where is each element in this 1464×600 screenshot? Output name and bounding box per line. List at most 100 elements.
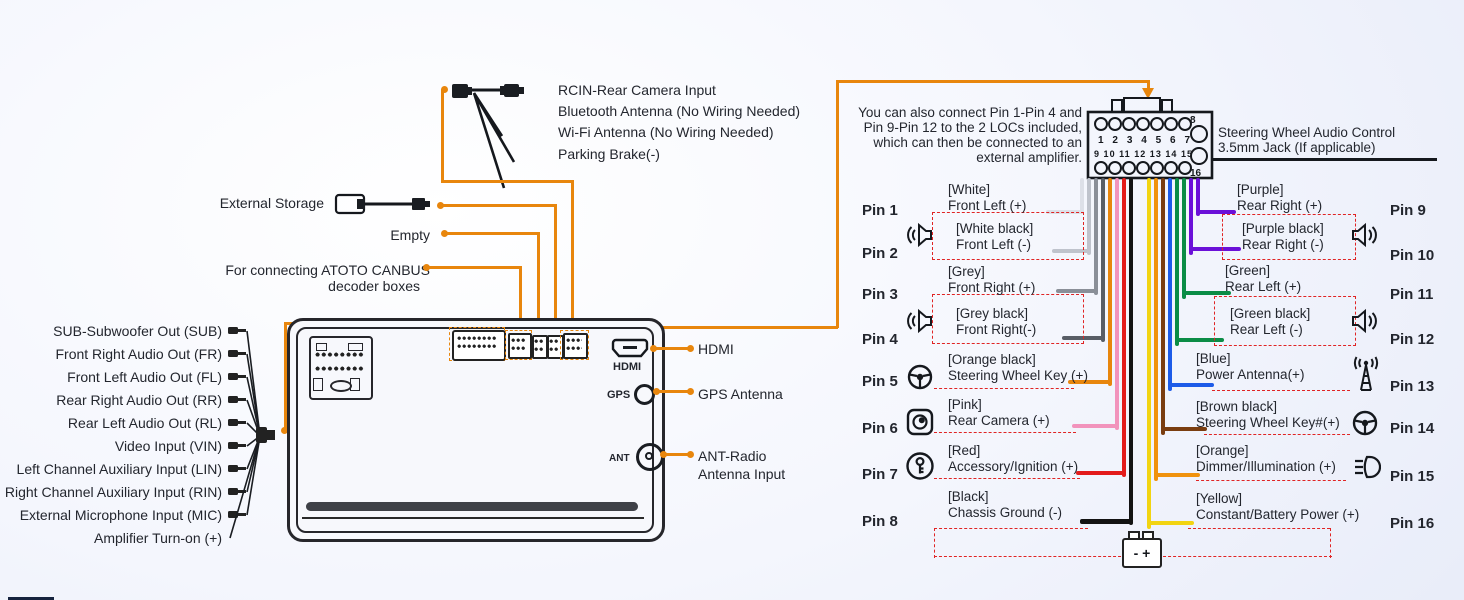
orange-line xyxy=(1147,80,1150,90)
dashed-underline-pin7 xyxy=(934,478,1080,479)
output-label-amp: Amplifier Turn-on (+) xyxy=(94,530,222,546)
main-harness-socket xyxy=(309,336,373,400)
rca-plug-icon xyxy=(228,487,246,496)
pin-6-function: Rear Camera (+) xyxy=(948,413,1050,428)
wire-pin15-branch xyxy=(1154,473,1200,477)
pin-16-name: Pin 16 xyxy=(1390,515,1435,532)
pin-13-color: [Blue] xyxy=(1196,351,1231,366)
orange-node xyxy=(687,388,694,395)
external-storage-icon xyxy=(334,193,430,215)
orange-node xyxy=(441,230,448,237)
rca-plug-icon xyxy=(228,372,246,381)
socket-pins xyxy=(549,339,559,351)
loc-note-line1: You can also connect Pin 1-Pin 4 and xyxy=(858,105,1082,120)
dashed-underline-pin5 xyxy=(934,388,1074,389)
external-storage-label: External Storage xyxy=(219,195,324,211)
output-label-lin: Left Channel Auxiliary Input (LIN) xyxy=(16,461,222,477)
socket-detail xyxy=(313,378,323,391)
output-label-rr: Rear Right Audio Out (RR) xyxy=(56,392,222,408)
rca-plug-icon xyxy=(228,349,246,358)
swc-label-line2: 3.5mm Jack (If applicable) xyxy=(1218,140,1376,155)
cable-bundle-icon xyxy=(452,84,524,189)
orange-line xyxy=(519,266,522,334)
output-label-rl: Rear Left Audio Out (RL) xyxy=(67,415,222,431)
pin-3-name: Pin 3 xyxy=(862,286,898,303)
wide-socket-pins xyxy=(457,336,497,352)
wire-pin8-branch xyxy=(1080,519,1133,524)
pin-6-name: Pin 6 xyxy=(862,420,898,437)
pin-4-name: Pin 4 xyxy=(862,331,898,348)
pin-4-color: [Grey black] xyxy=(956,306,1029,321)
rca-bundle-plug-icon xyxy=(256,427,267,443)
dashed-underline-pin6 xyxy=(934,432,1076,433)
dashed-underline-pin13 xyxy=(1212,390,1350,391)
pin-2-function: Front Left (-) xyxy=(956,237,1032,252)
pin-3-color: [Grey] xyxy=(948,264,985,279)
orange-line xyxy=(836,80,839,328)
battery-loop-left xyxy=(934,528,935,558)
battery-icon: - + xyxy=(1122,538,1162,568)
orange-arrow-icon xyxy=(1142,88,1154,99)
output-label-fl: Front Left Audio Out (FL) xyxy=(67,369,222,385)
pin-11-function: Rear Left (+) xyxy=(1225,279,1302,294)
orange-line xyxy=(445,232,540,235)
pin-15-function: Dimmer/Illumination (+) xyxy=(1196,459,1336,474)
pin-10-function: Rear Right (-) xyxy=(1242,237,1324,252)
pin-16-function: Constant/Battery Power (+) xyxy=(1196,507,1360,522)
wire-pin1 xyxy=(1080,178,1084,214)
orange-line xyxy=(663,453,689,456)
wire-pin3 xyxy=(1094,178,1098,295)
loc-note-line4: external amplifier. xyxy=(976,150,1082,165)
output-label-mic: External Microphone Input (MIC) xyxy=(19,507,222,523)
canbus-label-line1: For connecting ATOTO CANBUS xyxy=(225,262,430,278)
pin-5-color: [Orange black] xyxy=(948,352,1036,367)
orange-line xyxy=(656,390,689,393)
loc-box-pins-3-4 xyxy=(932,294,1084,344)
rca-plug-icon xyxy=(228,418,246,427)
orange-line xyxy=(441,180,574,183)
socket-pin-row xyxy=(315,366,365,374)
wire-pin11 xyxy=(1182,178,1186,299)
swc-jack-line xyxy=(1212,158,1437,161)
pin-7-color: [Red] xyxy=(948,443,981,458)
wire-pin10 xyxy=(1189,178,1193,255)
wire-pin7-branch xyxy=(1076,471,1126,475)
socket-oval xyxy=(330,380,352,392)
pin-1-name: Pin 1 xyxy=(862,202,898,219)
head-unit-inner-frame xyxy=(296,327,654,533)
dashed-underline-pin14 xyxy=(1204,434,1350,435)
cable-label-rcin: RCIN-Rear Camera Input xyxy=(558,82,716,98)
output-label-fr: Front Right Audio Out (FR) xyxy=(55,346,222,362)
battery-loop-right xyxy=(1330,528,1331,558)
pin-9-name: Pin 9 xyxy=(1390,202,1426,219)
wire-pin7 xyxy=(1122,178,1126,477)
speaker-icon xyxy=(1352,222,1377,248)
pin-5-name: Pin 5 xyxy=(862,373,898,390)
speaker-icon xyxy=(1352,308,1377,334)
ant-callout-label-line1: ANT-Radio xyxy=(698,448,767,464)
loc-note-line3: which can then be connected to an xyxy=(873,135,1082,150)
orange-line xyxy=(441,204,557,207)
pin-15-color: [Orange] xyxy=(1196,443,1249,458)
speaker-icon xyxy=(907,222,932,248)
wire-pin10-branch xyxy=(1189,247,1241,251)
connector-pin8-number: 8 xyxy=(1190,115,1196,126)
pin-7-function: Accessory/Ignition (+) xyxy=(948,459,1079,474)
wire-pin4 xyxy=(1101,178,1105,342)
socket-pins xyxy=(534,339,543,351)
orange-node xyxy=(437,202,444,209)
cable-label-parking-brake: Parking Brake(-) xyxy=(558,146,660,162)
wire-pin13-branch xyxy=(1168,383,1214,387)
loc-box-pins-11-12 xyxy=(1214,296,1356,346)
cable-label-bluetooth: Bluetooth Antenna (No Wiring Needed) xyxy=(558,103,801,119)
battery-loop-bottom-right xyxy=(1158,556,1332,557)
empty-label: Empty xyxy=(390,227,430,243)
head-unit-vent-slot xyxy=(306,502,638,511)
dashed-underline-pin16 xyxy=(1188,528,1330,529)
pin-16-color: [Yellow] xyxy=(1196,491,1243,506)
rca-plug-icon xyxy=(228,464,246,473)
pin-11-color: [Green] xyxy=(1225,263,1271,278)
wire-pin2-branch xyxy=(1052,249,1091,253)
wire-pin12-branch xyxy=(1175,338,1224,342)
